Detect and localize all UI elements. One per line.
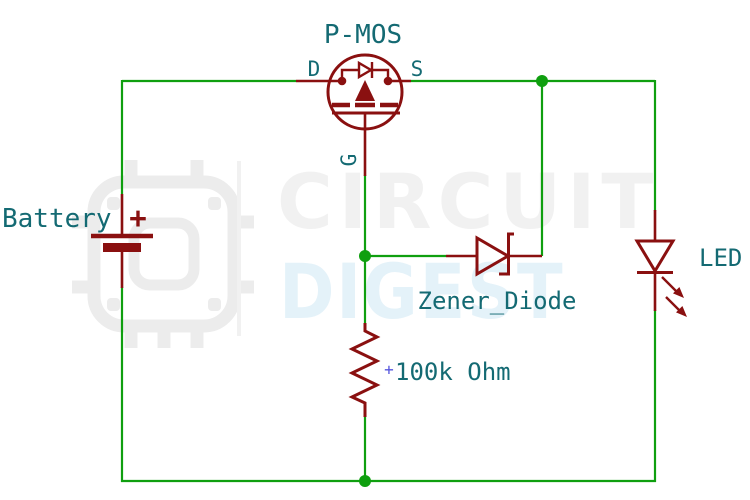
pmos-symbol[interactable] — [296, 53, 411, 176]
resistor-anchor-mark: + — [384, 360, 394, 379]
watermark-word-bottom: DIGEST — [279, 247, 565, 336]
watermark-divider — [237, 161, 241, 336]
pmos-pin-source-label: S — [411, 57, 424, 81]
resistor-symbol[interactable] — [348, 323, 381, 417]
junction-dot[interactable] — [359, 475, 371, 487]
zener-symbol[interactable] — [446, 232, 542, 277]
battery-symbol[interactable] — [91, 194, 153, 288]
junction-dot[interactable] — [536, 75, 548, 87]
resistor-label[interactable]: 100k Ohm — [395, 358, 511, 386]
pmos-label[interactable]: P-MOS — [324, 20, 402, 50]
junction-dot[interactable] — [359, 250, 371, 262]
led-symbol[interactable] — [634, 210, 687, 317]
led-label[interactable]: LED — [699, 244, 742, 272]
led-light-arrow — [665, 296, 682, 313]
pmos-pin-drain-label: D — [308, 57, 321, 81]
watermark-word-top: CIRCUIT — [277, 157, 660, 246]
battery-label[interactable]: Battery — [2, 204, 112, 234]
battery-plus-sign: + — [129, 201, 146, 235]
led-light-arrowhead — [676, 306, 687, 317]
pmos-pin-gate-label: G — [337, 154, 361, 167]
wires[interactable] — [120, 79, 657, 483]
led-light-arrowhead — [673, 287, 684, 298]
led-light-arrow — [661, 276, 679, 294]
zener-label[interactable]: Zener_Diode — [418, 287, 577, 315]
